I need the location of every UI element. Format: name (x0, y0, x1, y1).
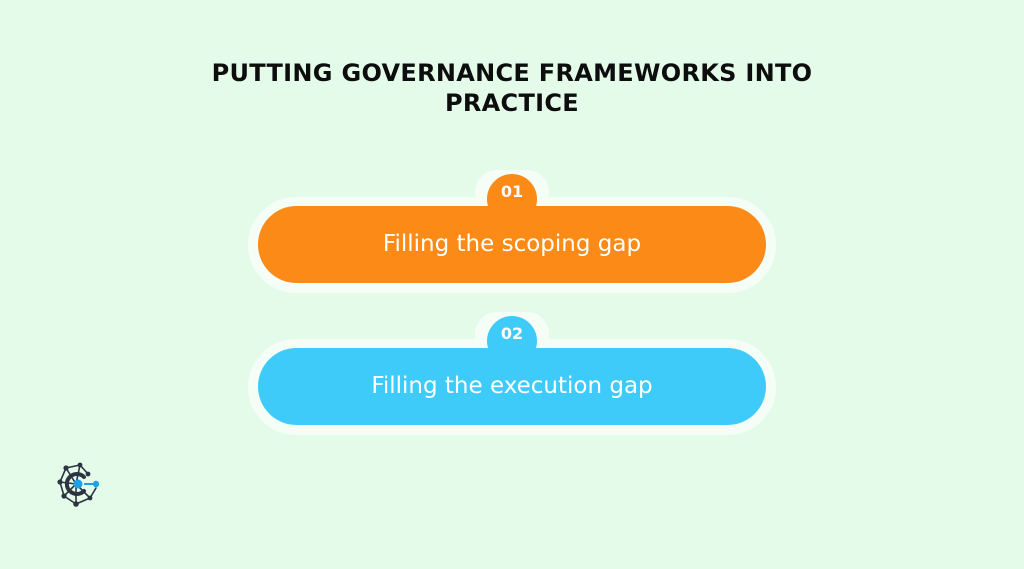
step-2-number: 02 (500, 324, 524, 343)
step-1-pill: Filling the scoping gap (258, 206, 766, 283)
title-line-2: PRACTICE (445, 89, 579, 117)
step-1-number-badge: 01 (487, 174, 537, 224)
step-2-pill: Filling the execution gap (258, 348, 766, 425)
step-1-number: 01 (500, 182, 524, 201)
step-2-number-badge: 02 (487, 316, 537, 366)
page-title: PUTTING GOVERNANCE FRAMEWORKS INTO PRACT… (0, 58, 1024, 118)
title-line-1: PUTTING GOVERNANCE FRAMEWORKS INTO (211, 59, 813, 87)
step-2-label: Filling the execution gap (371, 373, 653, 399)
network-node-logo-icon (57, 462, 100, 507)
step-1-label: Filling the scoping gap (382, 231, 642, 257)
